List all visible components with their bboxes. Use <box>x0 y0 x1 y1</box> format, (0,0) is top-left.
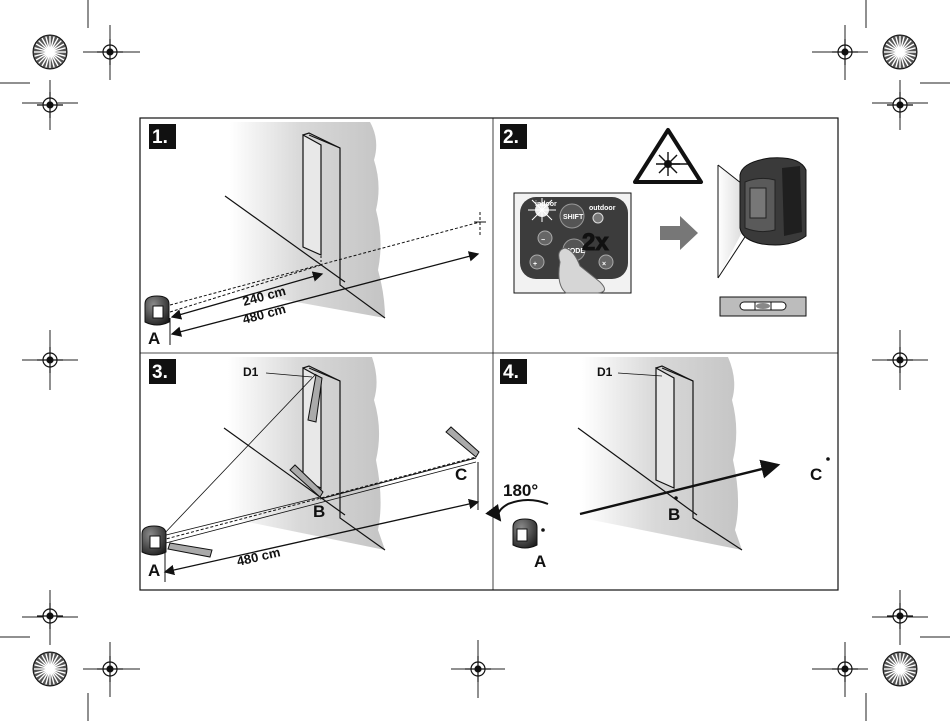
svg-text:−: − <box>541 237 545 244</box>
pencil-marker-a <box>168 543 212 557</box>
d1-label: D1 <box>597 365 613 379</box>
rotation-label: 180° <box>503 481 538 500</box>
step-number: 4. <box>503 362 519 383</box>
laser-device <box>513 519 537 548</box>
laser-unit-image <box>718 158 806 278</box>
pencil-marker-c <box>446 427 479 457</box>
bubble-level-icon <box>720 297 806 316</box>
shift-label: SHIFT <box>563 214 584 221</box>
panel-step-2: 2. indoor outdoor SHIFT − + <box>500 124 806 316</box>
laser-warning-icon <box>635 130 701 182</box>
panel-step-1: 1. 240 cm 480 cm A <box>145 122 486 348</box>
point-a-label: A <box>534 552 546 571</box>
keypad-image: indoor outdoor SHIFT − + × MODE 2x <box>514 193 631 293</box>
indoor-label: indoor <box>535 201 557 208</box>
laser-device <box>145 296 169 325</box>
panel-step-3: 3. 480 cm D1 B C A <box>142 357 479 582</box>
point-a-label: A <box>148 561 160 580</box>
point-c-label: C <box>810 465 822 484</box>
d1-label: D1 <box>243 365 259 379</box>
press-count: 2x <box>582 229 609 256</box>
step-number: 3. <box>152 362 168 383</box>
dimension-label-480: 480 cm <box>235 544 281 569</box>
step-number: 2. <box>503 127 519 148</box>
point-b-label: B <box>668 505 680 524</box>
svg-text:×: × <box>602 261 606 268</box>
door-frame-left <box>656 368 674 488</box>
point-a-label: A <box>148 329 160 348</box>
outdoor-label: outdoor <box>589 205 616 212</box>
arrow-right-icon <box>660 216 698 250</box>
svg-text:+: + <box>533 261 537 268</box>
point-b-label: B <box>313 502 325 521</box>
door-frame-left <box>303 135 321 255</box>
point-c-label: C <box>455 465 467 484</box>
step-number: 1. <box>152 127 168 148</box>
rotate-arrow-icon <box>498 500 548 520</box>
laser-device <box>142 526 166 555</box>
panel-step-4: 4. D1 B C 180° A <box>498 357 830 571</box>
